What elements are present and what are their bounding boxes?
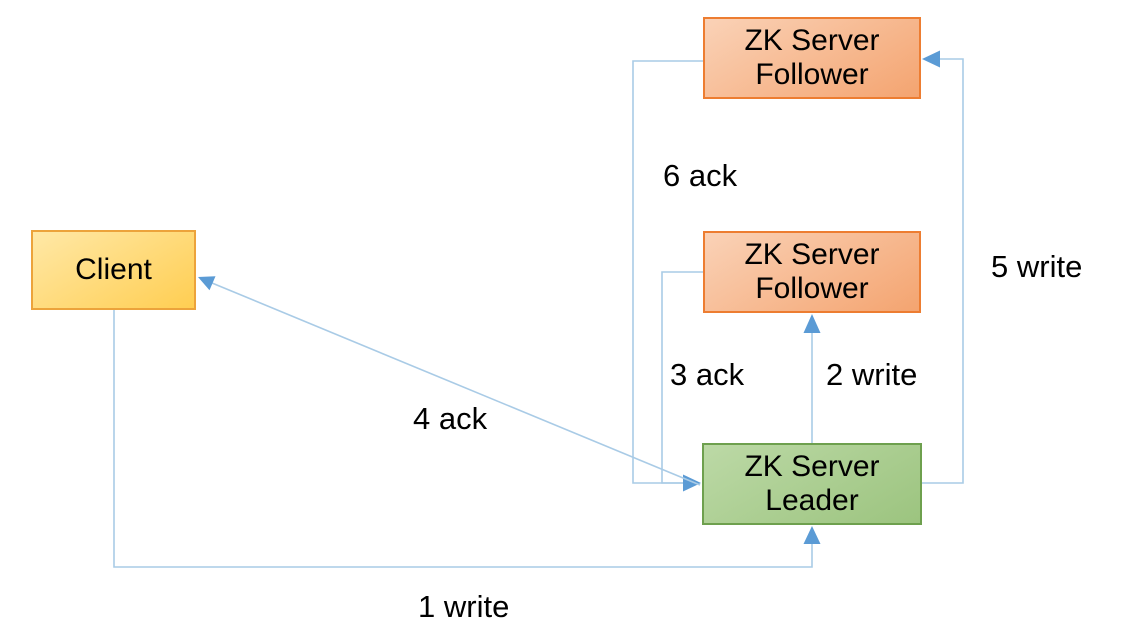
node-follower-top-label-line2: Follower	[755, 58, 869, 91]
edge-4-ack-arrowhead	[198, 276, 216, 291]
node-follower-top-label-line1: ZK Server	[744, 24, 880, 57]
edge-1-write-arrowhead	[803, 526, 821, 544]
edge-6-ack-line	[632, 60, 703, 484]
node-follower-middle-label-line1: ZK Server	[744, 238, 880, 271]
node-follower-middle-label-line2: Follower	[755, 272, 869, 305]
node-zk-server-follower-top: ZK Server Follower	[703, 17, 921, 99]
edge-5-write-arrowhead	[922, 50, 940, 68]
node-zk-server-leader: ZK Server Leader	[702, 443, 922, 525]
node-zk-server-follower-middle: ZK Server Follower	[703, 231, 921, 313]
edge-label-6-ack: 6 ack	[663, 158, 738, 193]
node-leader-label-line2: Leader	[765, 484, 859, 517]
node-client: Client	[31, 230, 196, 310]
edge-3-6-shared-arrowhead	[683, 474, 701, 492]
node-leader-label-line1: ZK Server	[744, 450, 880, 483]
edge-label-2-write: 2 write	[826, 357, 918, 392]
edge-label-5-write: 5 write	[991, 249, 1083, 284]
edge-label-4-ack: 4 ack	[413, 401, 488, 436]
edge-1-write-line	[113, 310, 813, 568]
edge-5-write-line	[922, 58, 964, 484]
edge-2-write-arrowhead	[803, 314, 821, 333]
edge-4-ack-line	[211, 282, 701, 486]
node-client-label: Client	[75, 253, 152, 286]
edge-label-3-ack: 3 ack	[670, 357, 745, 392]
edge-label-1-write: 1 write	[418, 589, 510, 624]
